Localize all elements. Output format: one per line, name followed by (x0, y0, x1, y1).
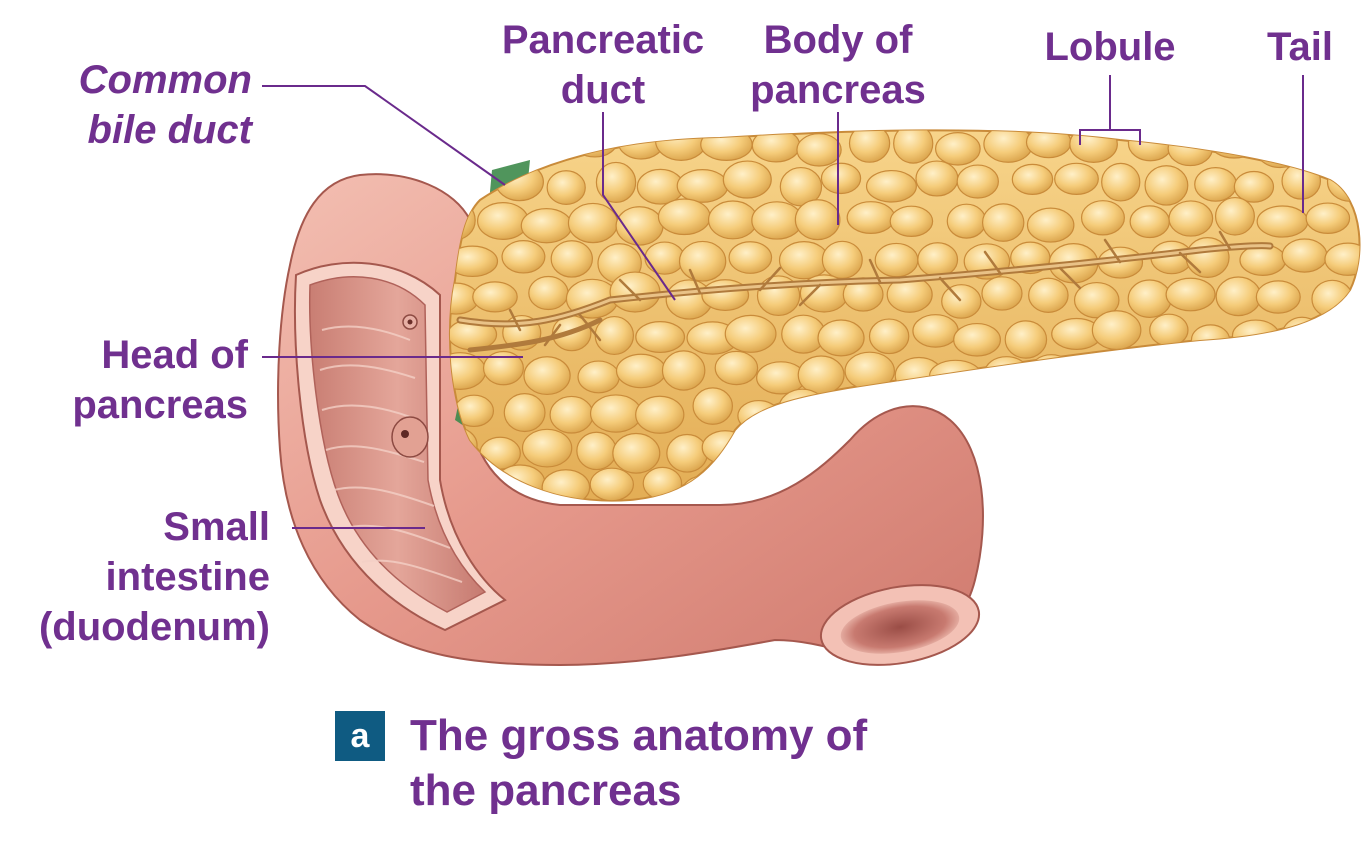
label-body-of-pancreas-line-1: Body of (763, 18, 913, 62)
label-head-of-pancreas-line-2: pancreas (72, 383, 248, 427)
leader-pancreatic-duct (602, 112, 676, 301)
label-tail: Tail (1267, 25, 1333, 69)
label-head-of-pancreas-line-1: Head of (101, 333, 248, 377)
label-small-intestine-line-2: intestine (105, 555, 270, 599)
label-small-intestine-line-3: (duodenum) (38, 605, 270, 649)
figure-caption: The gross anatomy of the pancreas (410, 708, 867, 818)
label-common-bile-duct-line-1: Common (78, 58, 252, 102)
label-lobule: Lobule (1044, 25, 1176, 69)
bracket-lobule (1079, 75, 1141, 145)
leader-lines (262, 75, 1304, 529)
pancreas-shape (449, 129, 1361, 502)
label-pancreatic-duct: Pancreatic duct (493, 15, 713, 115)
label-small-intestine-line-1: Small (163, 505, 270, 549)
label-pancreatic-duct-line-2: duct (560, 68, 646, 112)
label-small-intestine: Small intestine (duodenum) (39, 502, 270, 652)
label-head-of-pancreas: Head of pancreas (72, 330, 248, 430)
figure-caption-line-1: The gross anatomy of (410, 711, 868, 760)
label-body-of-pancreas: Body of pancreas (738, 15, 938, 115)
label-body-of-pancreas-line-2: pancreas (750, 68, 926, 112)
leader-common-bile-duct (262, 85, 506, 186)
figure-caption-line-2: the pancreas (410, 766, 682, 815)
label-common-bile-duct: Common bile duct (79, 55, 252, 155)
figure-panel-badge: a (335, 711, 385, 761)
label-common-bile-duct-line-2: bile duct (87, 108, 252, 152)
label-pancreatic-duct-line-1: Pancreatic (501, 18, 705, 62)
